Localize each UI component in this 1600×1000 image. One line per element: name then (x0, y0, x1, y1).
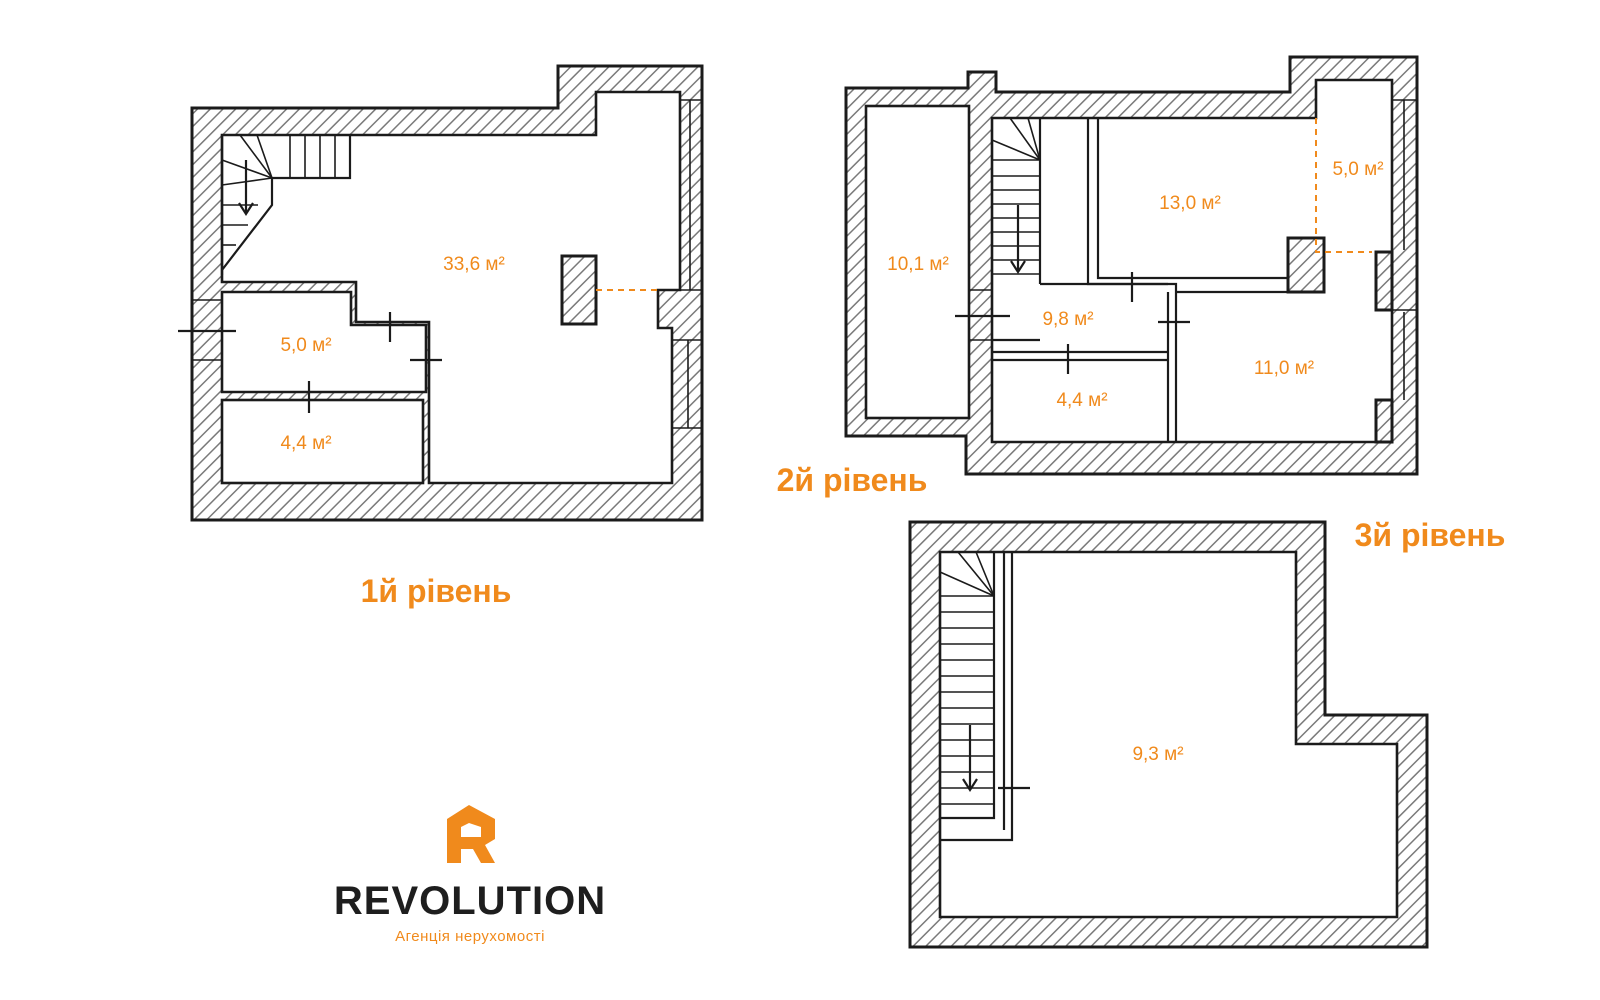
area-l2-left: 10,1 м² (887, 254, 949, 275)
area-l1-storage: 4,4 м² (280, 433, 331, 454)
area-l2-bath: 4,4 м² (1056, 390, 1107, 411)
level-1-plan (178, 64, 704, 522)
area-l2-hall: 9,8 м² (1042, 309, 1093, 330)
area-l1-bath: 5,0 м² (280, 335, 331, 356)
level-2-plan (844, 55, 1419, 476)
staircase-level-3 (939, 551, 1014, 842)
level-3-plan (908, 520, 1429, 949)
level-2-title: 2й рівень (777, 462, 928, 498)
area-l1-main: 33,6 м² (443, 254, 505, 275)
revolution-logo-icon (447, 805, 495, 863)
level-3-title: 3й рівень (1355, 517, 1506, 553)
area-l2-bedroom: 13,0 м² (1159, 193, 1221, 214)
area-l2-balcony: 5,0 м² (1332, 159, 1383, 180)
staircase-level-1 (220, 134, 352, 275)
brand-name: REVOLUTION (334, 879, 606, 923)
area-l2-room: 11,0 м² (1254, 358, 1314, 379)
area-l3-attic: 9,3 м² (1132, 744, 1183, 765)
staircase-level-2 (991, 117, 1041, 275)
level-1-title: 1й рівень (361, 573, 512, 609)
brand-tagline: Агенція нерухомості (395, 928, 545, 945)
